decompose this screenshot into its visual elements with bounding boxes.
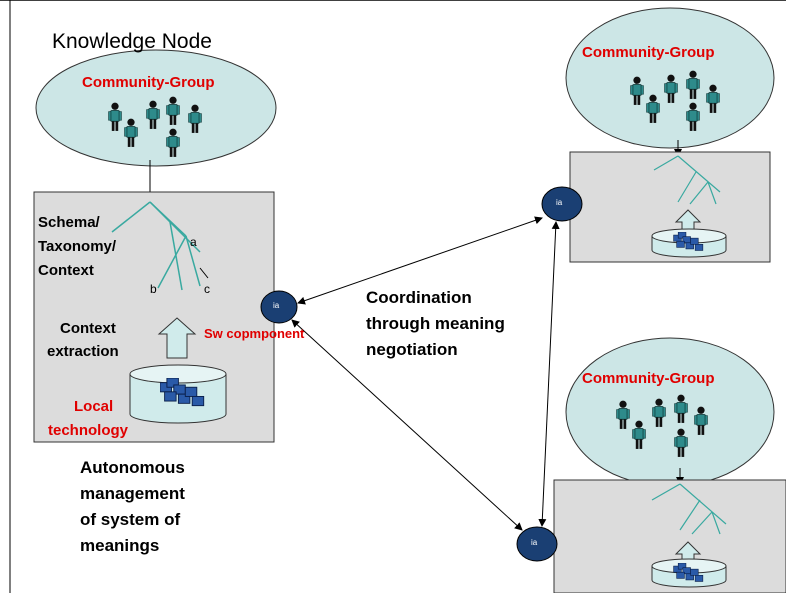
coordination-line3: negotiation xyxy=(366,340,458,359)
bottom-peer-community-ellipse xyxy=(565,337,775,487)
main-agent-node[interactable] xyxy=(260,290,298,324)
bottom-peer-community-group-label: Community-Group xyxy=(582,370,715,387)
link-main-to-bottom-peer xyxy=(291,319,523,531)
main-taxonomy-tree xyxy=(111,201,201,291)
branch-label-a: a xyxy=(190,235,197,249)
schema-label-line3: Context xyxy=(38,262,94,279)
coordination-line1: Coordination xyxy=(366,288,472,307)
bottom-peer-tree xyxy=(651,483,727,535)
main-database-cylinder xyxy=(129,364,227,424)
bottom-peer-agent-label: ia xyxy=(531,538,538,547)
main-agent-label: ia xyxy=(273,301,280,310)
main-tree-tick xyxy=(199,267,209,279)
local-technology-line2: technology xyxy=(48,422,129,439)
context-extraction-line2: extraction xyxy=(47,343,119,360)
autonomous-line3: of system of xyxy=(80,510,181,529)
autonomous-line1: Autonomous xyxy=(80,458,185,477)
top-peer-agent-node[interactable] xyxy=(541,186,583,222)
main-community-group-label: Community-Group xyxy=(82,74,215,91)
local-technology-line1: Local xyxy=(74,398,114,415)
bottom-peer-database-cylinder xyxy=(651,558,727,588)
main-community-ellipse xyxy=(35,49,277,167)
link-top-to-bottom-peer xyxy=(538,221,560,527)
coordination-line2: through meaning xyxy=(366,314,505,333)
top-peer-community-group-label: Community-Group xyxy=(582,44,715,61)
sw-component-label: Sw copmponent xyxy=(204,326,305,341)
link-main-to-top-peer xyxy=(297,216,543,305)
top-peer-tree xyxy=(653,155,721,205)
autonomous-line2: management xyxy=(80,484,185,503)
main-extraction-arrow xyxy=(157,317,197,359)
branch-label-c: c xyxy=(204,282,210,296)
schema-label-line1: Schema/ xyxy=(38,214,100,231)
top-peer-agent-label: ia xyxy=(556,198,563,207)
schema-label-line2: Taxonomy/ xyxy=(38,238,117,255)
context-extraction-line1: Context xyxy=(60,320,116,337)
diagram-title: Knowledge Node xyxy=(52,30,212,53)
top-peer-database-cylinder xyxy=(651,228,727,258)
bottom-peer-agent-node[interactable] xyxy=(516,526,558,562)
autonomous-line4: meanings xyxy=(80,536,160,555)
branch-label-b: b xyxy=(150,282,157,296)
